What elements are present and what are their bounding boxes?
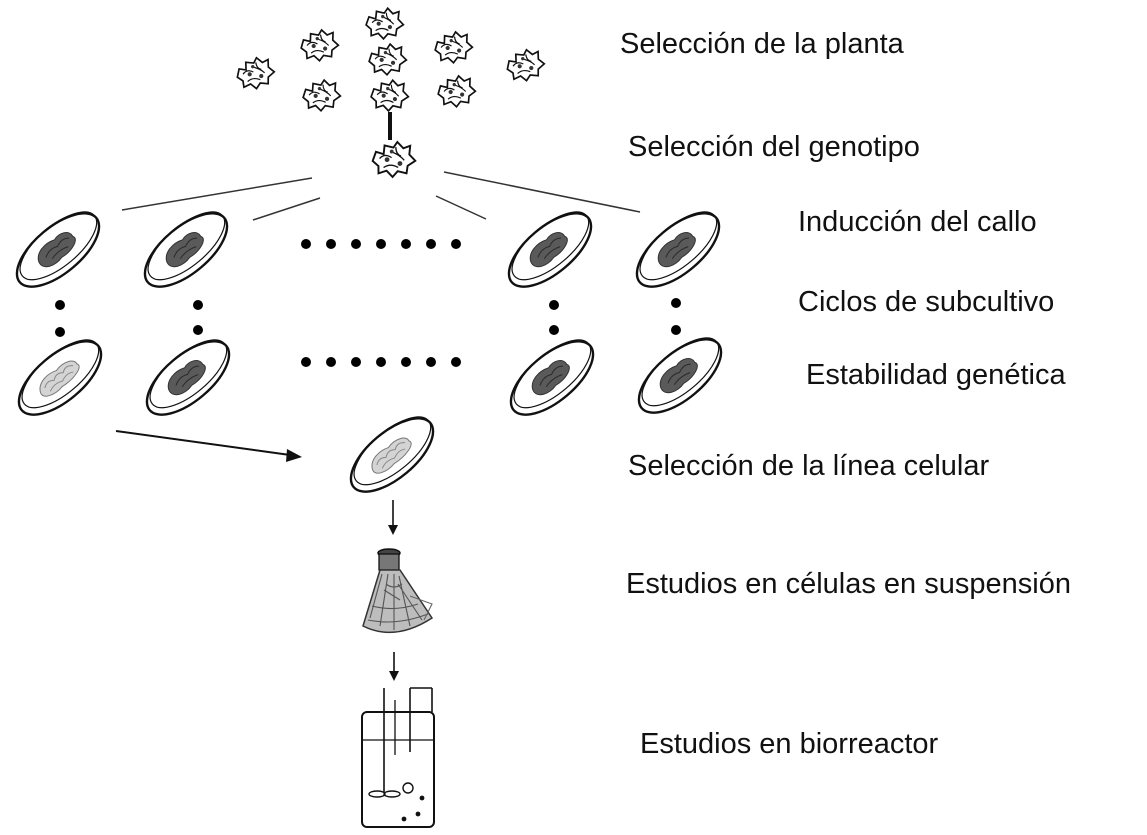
- petri-dish-icon: [623, 199, 733, 301]
- flask-icon: [362, 548, 434, 634]
- continuation-dots: [301, 357, 461, 367]
- arrow-icon: [389, 652, 399, 681]
- step-label-cell-line-selection: Selección de la línea celular: [628, 450, 990, 482]
- arrow-icon: [388, 500, 398, 535]
- petri-dish-icon: [497, 327, 607, 429]
- flower-icon: [369, 138, 419, 181]
- continuation-dots: [301, 239, 461, 249]
- flower-icon: [434, 72, 479, 112]
- step-label-subculture-cycles: Ciclos de subcultivo: [798, 286, 1055, 318]
- step-label-suspension-studies: Estudios en células en suspensión: [626, 568, 1071, 600]
- flower-icon: [299, 76, 344, 115]
- step-label-bioreactor-studies: Estudios en biorreactor: [640, 728, 939, 760]
- flower-icon: [297, 26, 342, 66]
- flower-icon: [368, 77, 412, 115]
- branch-line: [121, 177, 313, 211]
- petri-dish-icon: [625, 325, 735, 427]
- step-label-plant-selection: Selección de la planta: [620, 28, 904, 60]
- flower-icon: [365, 40, 410, 79]
- subculture-dots: [55, 298, 681, 337]
- branch-line: [435, 195, 487, 220]
- petri-dish-icon: [495, 199, 605, 301]
- step-label-genetic-stability: Estabilidad genética: [806, 359, 1066, 391]
- petri-dish-icon: [133, 327, 243, 429]
- bioreactor-icon: [361, 687, 435, 828]
- flower-icon: [363, 5, 407, 43]
- flower-icon: [431, 28, 476, 68]
- petri-dish-icon: [131, 199, 241, 301]
- arrow-icon: [115, 430, 302, 462]
- petri-dish-icon: [337, 404, 447, 506]
- branch-line: [443, 171, 641, 213]
- step-label-callus-induction: Inducción del callo: [798, 206, 1037, 238]
- flower-icon: [502, 45, 549, 87]
- petri-dish-icon: [5, 327, 115, 429]
- branch-line: [252, 197, 321, 221]
- petri-dish-icon: [3, 199, 113, 301]
- step-label-genotype-selection: Selección del genotipo: [628, 131, 920, 163]
- flower-icon: [232, 53, 279, 95]
